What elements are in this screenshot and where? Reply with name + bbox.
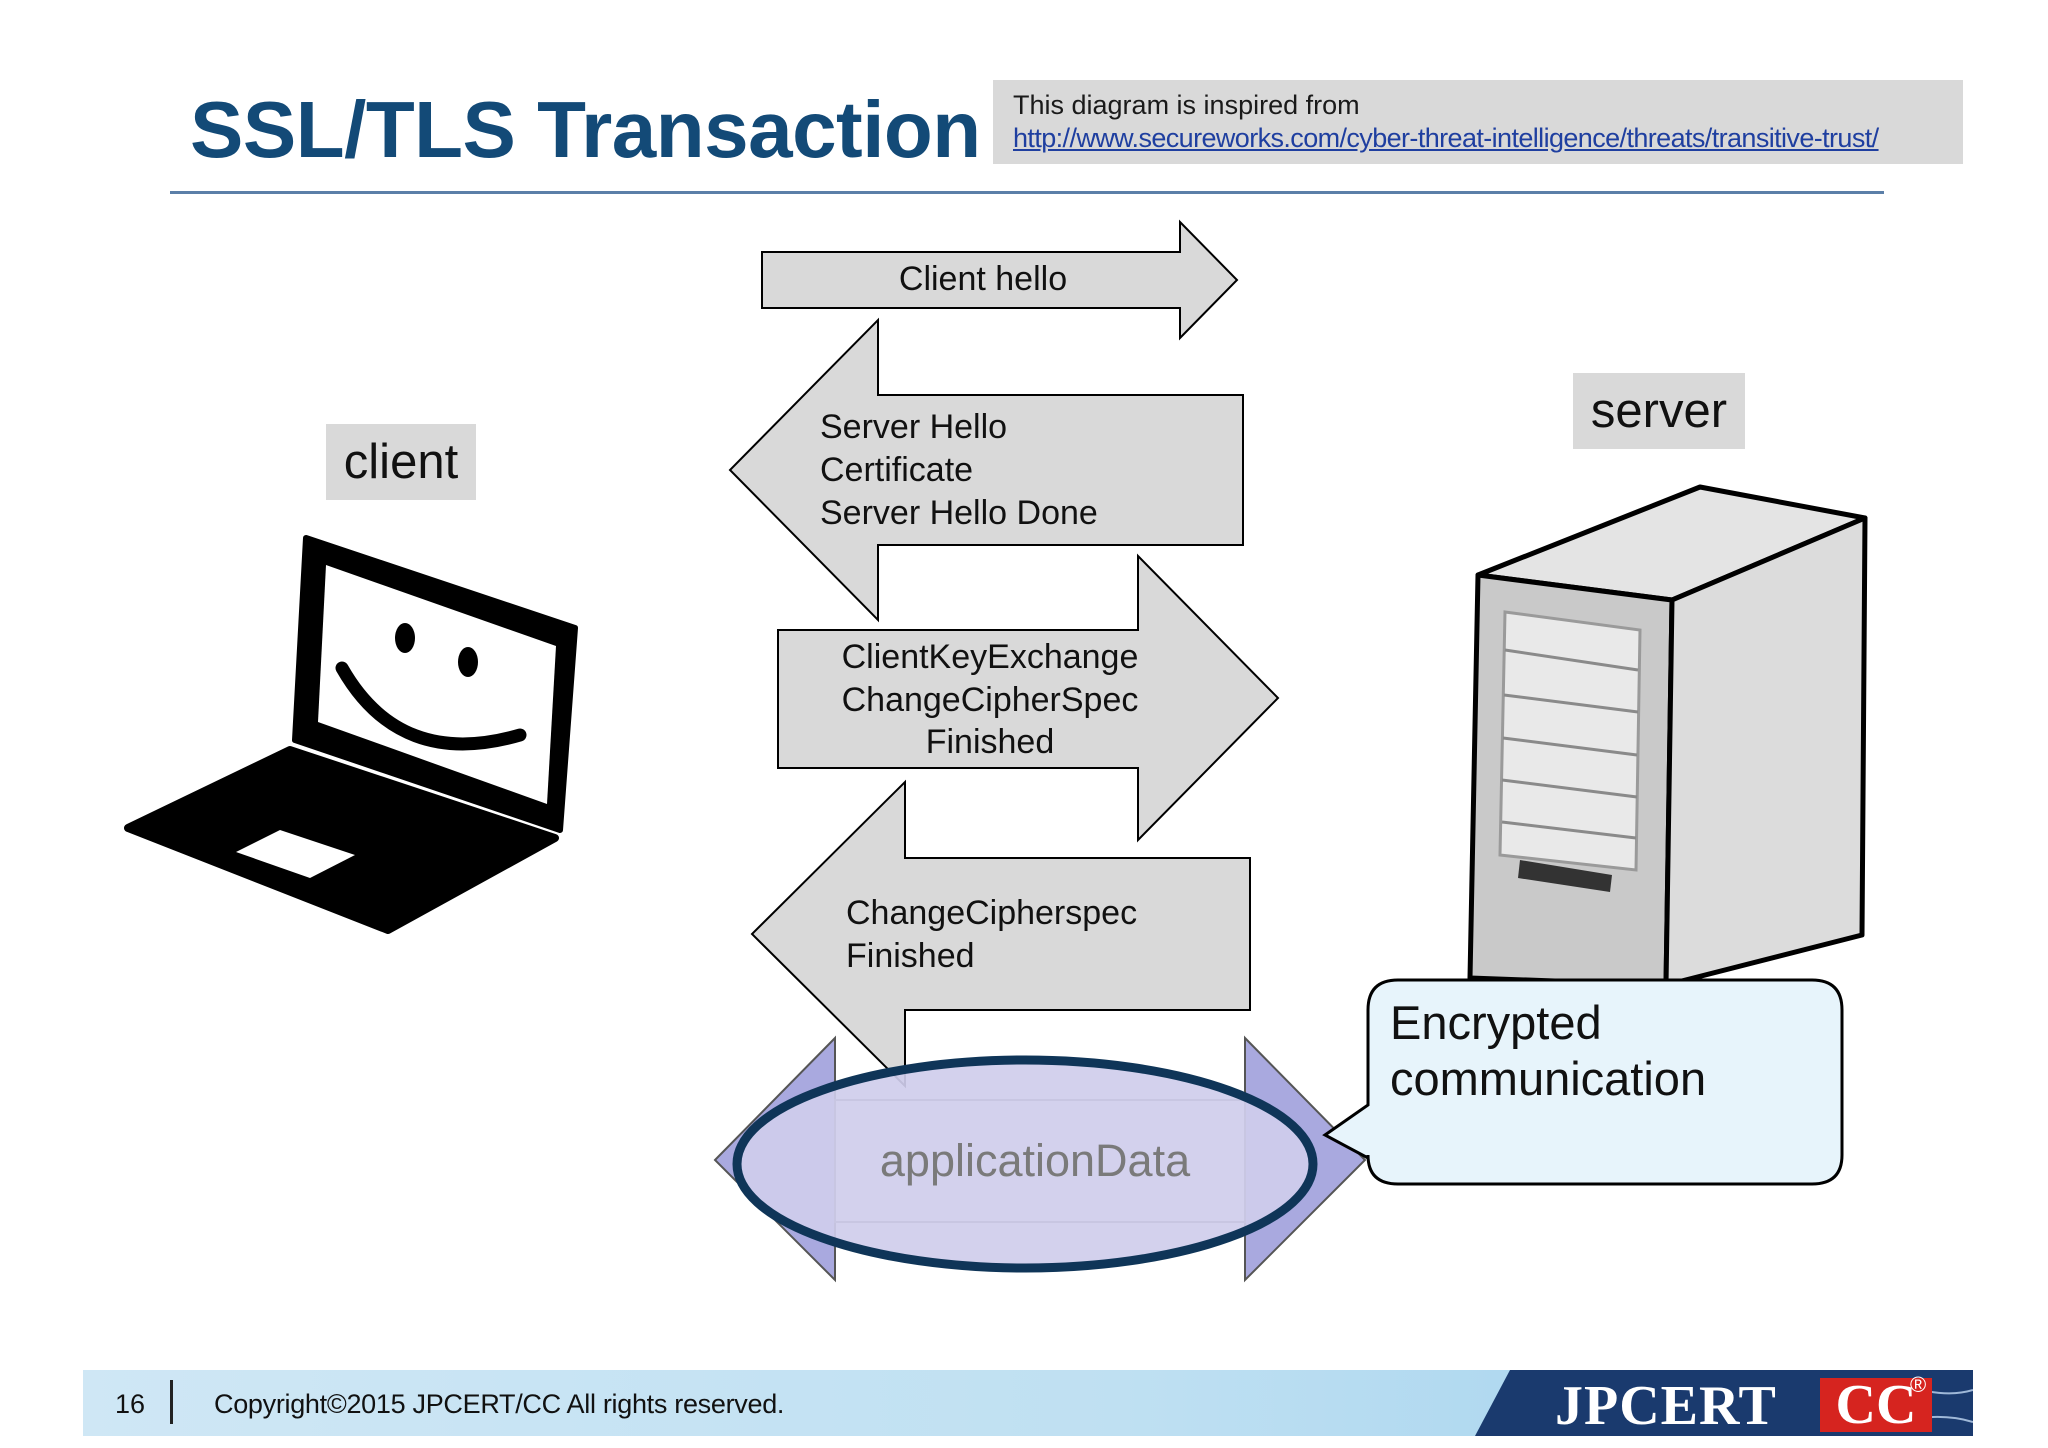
logo-jpcert-text: JPCERT bbox=[1555, 1375, 1777, 1437]
slide-title: SSL/TLS Transaction bbox=[190, 85, 981, 174]
message-4-line-2: Finished bbox=[846, 937, 975, 975]
callout-text: Encrypted communication bbox=[1390, 995, 1810, 1107]
change-cipherspec-arrow bbox=[750, 779, 1251, 1089]
message-4-line-1: ChangeCipherspec bbox=[846, 894, 1137, 932]
client-key-exchange-arrow bbox=[777, 553, 1280, 843]
logo-registered-mark: ® bbox=[1910, 1372, 1927, 1397]
server-label: server bbox=[1573, 373, 1745, 449]
encrypted-communication-callout bbox=[1322, 978, 1844, 1186]
message-2-line-2: Certificate bbox=[820, 451, 973, 489]
source-link[interactable]: http://www.secureworks.com/cyber-threat-… bbox=[1013, 123, 1879, 153]
client-hello-arrow bbox=[761, 219, 1239, 341]
server-hello-arrow bbox=[728, 317, 1244, 623]
application-data-ellipse bbox=[732, 1055, 1318, 1273]
laptop-icon bbox=[124, 535, 578, 934]
callout-line-1: Encrypted bbox=[1390, 996, 1602, 1049]
source-note: This diagram is inspired from http://www… bbox=[993, 80, 1963, 164]
message-2-line-3: Server Hello Done bbox=[820, 494, 1098, 532]
footer-separator bbox=[170, 1380, 173, 1424]
message-2-line-1: Server Hello bbox=[820, 408, 1007, 446]
message-3-line-1: ClientKeyExchange bbox=[842, 638, 1139, 676]
client-label: client bbox=[326, 424, 476, 500]
message-1-line-1: Client hello bbox=[899, 260, 1067, 298]
application-data-label: applicationData bbox=[880, 1135, 1191, 1186]
server-icon bbox=[1467, 484, 1868, 988]
source-note-text: This diagram is inspired from bbox=[1013, 90, 1360, 120]
title-divider bbox=[170, 191, 1884, 194]
page-number: 16 bbox=[115, 1389, 146, 1419]
copyright-text: Copyright©2015 JPCERT/CC All rights rese… bbox=[214, 1389, 785, 1419]
logo-cc-text: CC bbox=[1820, 1377, 1932, 1433]
message-3-line-2: ChangeCipherSpec bbox=[842, 681, 1139, 719]
message-3-line-3: Finished bbox=[926, 723, 1055, 761]
callout-line-2: communication bbox=[1390, 1052, 1707, 1105]
